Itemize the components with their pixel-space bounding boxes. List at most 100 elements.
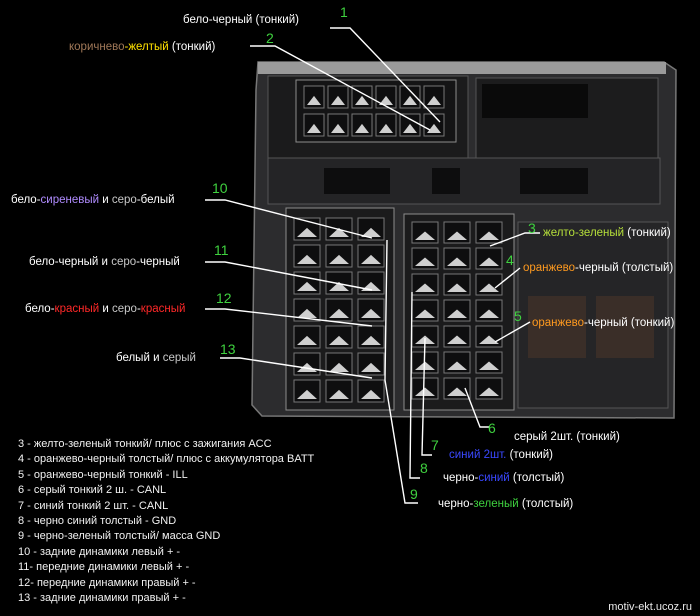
label-segment: черно- [438,498,474,510]
top-pin-cell-pin [331,95,345,105]
middle-slot-2 [432,168,460,194]
label-segment: красный [140,303,186,315]
callout-number-10: 10 [212,180,228,196]
leader-line-13 [220,357,373,379]
middle-slot-1 [324,168,390,194]
left-pin-cell-pin [297,308,317,318]
top-pin-cell-pin [331,123,345,133]
right-lower-window-2 [596,296,654,358]
right-upper-window [482,84,588,118]
label-segment: - [136,303,141,315]
callout-number-4: 4 [506,252,514,268]
label-segment: (толстый) [509,472,565,484]
top-pin-cell-pin [403,95,417,105]
label-segment: и [99,303,112,315]
label-segment: (тонкий) [168,41,216,53]
wire-label-3: желто-зеленый (тонкий) [543,226,671,240]
callout-number-3: 3 [528,220,536,236]
connector-photo [251,61,677,419]
legend-line: 11- передние динамики левый + - [18,561,190,574]
label-segment: -желтый [124,41,169,53]
label-segment: (тонкий) [624,227,671,239]
top-pin-cell-pin [307,123,321,133]
label-segment: синий 2шт. [449,449,507,461]
left-pin-cell-pin [329,308,349,318]
label-segment: черно- [443,472,479,484]
label-segment: оранжево [523,262,576,274]
center-pin-cell-pin [479,387,499,396]
top-pin-cell-pin [403,123,417,133]
left-pin-cell-pin [361,308,381,318]
label-segment: серо [111,256,137,268]
top-pin-cell-pin [427,95,441,105]
center-pin-cell-pin [415,257,435,266]
callout-number-13: 13 [220,341,236,357]
leader-line-9 [384,239,418,504]
wire-label-1: бело-черный (тонкий) [183,13,299,27]
label-segment: серый [162,352,196,364]
center-pin-cell-pin [479,257,499,266]
left-pin-cell-pin [297,389,317,399]
center-pin-cell-pin [479,231,499,240]
left-pin-cell-pin [329,335,349,345]
leader-line-5 [494,321,531,343]
callout-number-2: 2 [266,30,274,46]
left-pin-cell-pin [329,281,349,291]
left-pin-cell-pin [361,227,381,237]
wire-label-11: бело-черный и серо-черный [29,255,180,269]
legend-line: 8 - черно синий толстый - GND [18,515,177,528]
center-pin-cell-pin [447,231,467,240]
label-segment: и [99,194,112,206]
callout-number-7: 7 [431,437,439,453]
wire-label-2: коричнево-желтый (тонкий) [69,40,215,54]
label-segment: серо [112,303,137,315]
top-pin-cell-pin [355,123,369,133]
center-pin-cell-pin [447,283,467,292]
label-segment: оранжево [532,317,585,329]
wire-label-10: бело-сиреневый и серо-белый [11,193,175,207]
label-segment: -черный (толстый) [575,262,674,274]
left-pin-cell-pin [297,281,317,291]
left-pin-cell-pin [329,362,349,372]
label-segment: бело- [11,194,41,206]
label-segment: бело- [25,303,55,315]
callout-number-5: 5 [514,308,522,324]
left-pin-cell-pin [361,362,381,372]
center-pin-cell-pin [479,309,499,318]
wire-label-9: черно-зеленый (толстый) [438,497,573,511]
pin-cells [293,85,503,403]
wire-label-7: синий 2шт. (тонкий) [449,448,553,462]
center-pin-cell-pin [447,309,467,318]
legend-line: 13 - задние динамики правый + - [18,592,186,605]
callout-number-6: 6 [488,420,496,436]
legend-line: 4 - оранжево-черный толстый/ плюс с акку… [18,453,315,466]
top-pin-cell-pin [379,95,393,105]
legend-line: 5 - оранжево-черный тонкий - ILL [18,468,188,481]
left-pin-cell-pin [329,227,349,237]
label-segment: серый 2шт. (тонкий) [514,431,620,443]
left-pin-cell-pin [297,335,317,345]
center-pin-cell-pin [479,361,499,370]
center-pin-cell-pin [479,335,499,344]
center-pin-cell-pin [447,335,467,344]
leader-line-1 [330,27,441,123]
center-pin-cell-pin [415,361,435,370]
center-pin-cell-pin [479,283,499,292]
legend-line: 12- передние динамики правый + - [18,576,196,589]
label-segment: серо [111,194,137,206]
label-segment: (толстый) [518,498,574,510]
leader-line-6 [464,387,490,428]
callout-number-12: 12 [216,290,232,306]
label-segment: -белый [136,194,175,206]
wire-label-5: оранжево-черный (тонкий) [532,316,674,330]
top-pin-cell-pin [427,123,441,133]
leader-line-4 [494,267,521,289]
left-pin-cell-pin [361,254,381,264]
leader-line-3 [489,232,540,247]
leader-line-2 [250,45,431,131]
top-pin-cell-pin [379,123,393,133]
center-pin-cell-pin [447,257,467,266]
center-pin-cell-pin [415,309,435,318]
